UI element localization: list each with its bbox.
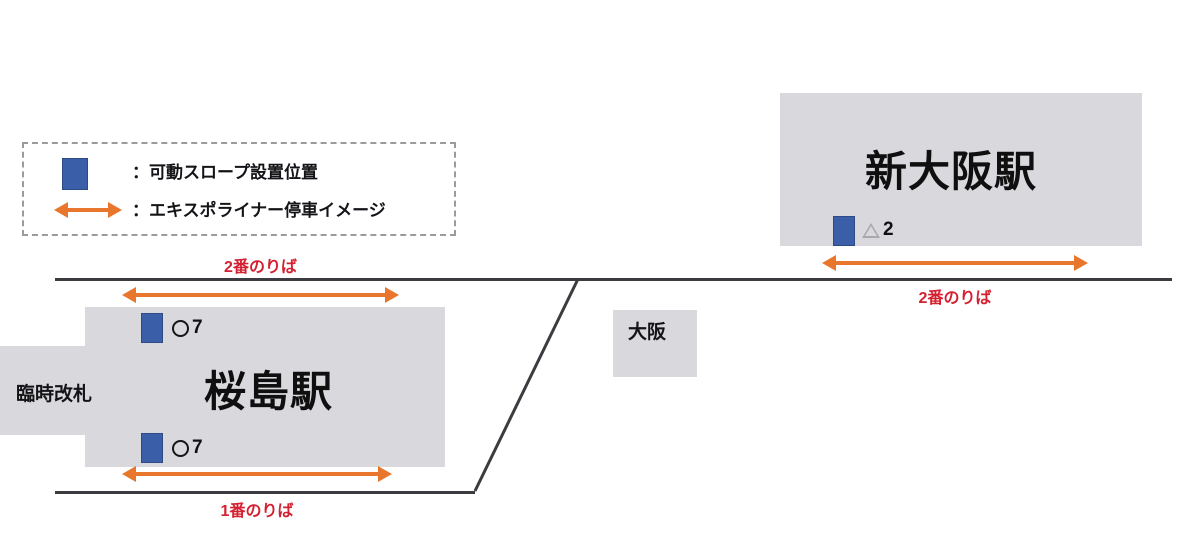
car-tag-sakurajima-platform2: 7 — [172, 317, 203, 339]
arrow-head-right-icon — [108, 202, 122, 218]
arrow-head-right-icon — [385, 287, 399, 303]
car-number: 7 — [192, 317, 203, 338]
legend: ：可動スロープ設置位置 ：エキスポライナー停車イメージ — [22, 142, 456, 236]
stop-range-arrow-shin-osaka-platform2 — [822, 254, 1088, 272]
car-number: 2 — [883, 219, 894, 240]
slope-marker-sakurajima-platform2 — [141, 313, 163, 343]
arrow-shaft — [831, 261, 1079, 265]
car-tag-shin-osaka-platform2: 2 — [862, 219, 894, 241]
legend-item-label-stop-image: ：エキスポライナー停車イメージ — [132, 201, 386, 220]
arrow-head-left-icon — [822, 255, 836, 271]
upper-track-line — [55, 278, 1172, 281]
station-name-sakurajima: 桜島駅 — [204, 368, 334, 415]
legend-double-arrow-icon — [54, 201, 122, 219]
circle-icon — [172, 439, 189, 457]
arrow-shaft — [131, 472, 383, 476]
station-gate-block-sakurajima — [0, 346, 90, 435]
arrow-shaft — [63, 208, 113, 212]
arrow-head-left-icon — [122, 466, 136, 482]
station-name-osaka: 大阪 — [628, 322, 667, 343]
legend-item-label-slope: ：可動スロープ設置位置 — [132, 163, 318, 182]
stop-range-arrow-sakurajima-platform2 — [122, 286, 399, 304]
station-name-shin-osaka: 新大阪駅 — [865, 148, 1038, 195]
arrow-head-left-icon — [122, 287, 136, 303]
triangle-icon — [862, 222, 880, 238]
car-tag-sakurajima-platform1: 7 — [172, 437, 203, 459]
platform-label-sakurajima-2: 2番のりば — [224, 259, 297, 276]
arrow-shaft — [131, 293, 390, 297]
stop-range-arrow-sakurajima-platform1 — [122, 465, 392, 483]
legend-blue-square-icon — [62, 158, 88, 190]
arrow-head-right-icon — [378, 466, 392, 482]
platform-label-shin-osaka-2: 2番のりば — [918, 290, 992, 307]
slope-marker-shin-osaka-platform2 — [833, 216, 855, 246]
car-number: 7 — [192, 437, 203, 458]
arrow-head-right-icon — [1074, 255, 1088, 271]
circle-icon — [172, 319, 189, 337]
platform-label-sakurajima-1: 1番のりば — [220, 503, 294, 520]
lower-track-line — [55, 491, 475, 494]
arrow-head-left-icon — [54, 202, 68, 218]
slope-marker-sakurajima-platform1 — [141, 433, 163, 463]
temporary-gate-label: 臨時改札 — [16, 384, 93, 405]
station-block-osaka — [613, 310, 697, 377]
